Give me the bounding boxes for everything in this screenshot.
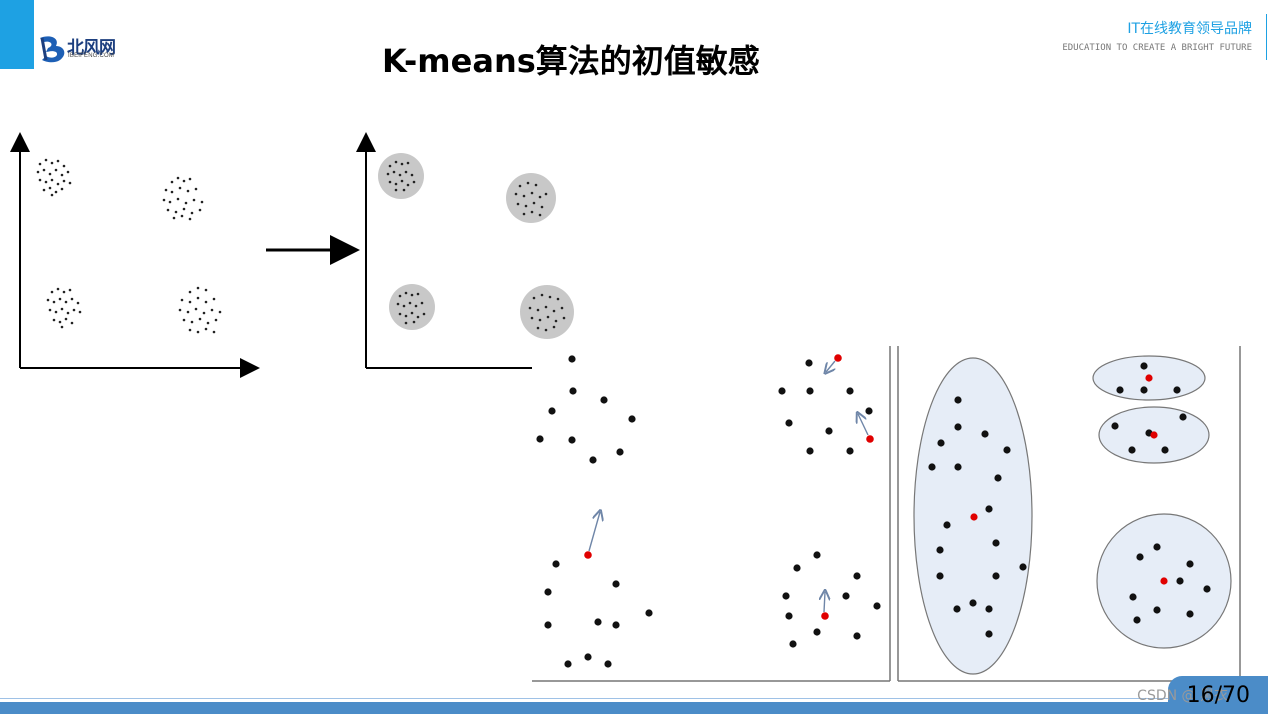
logo-text: 北风网 [67, 38, 116, 58]
raw-cluster [178, 286, 222, 334]
page-number-tab [1168, 676, 1268, 714]
raw-cluster [46, 287, 82, 329]
header-accent-bar [0, 0, 34, 69]
panel-background [532, 346, 890, 681]
raw-cluster [36, 158, 72, 197]
footer-bar [0, 702, 1268, 714]
cluster-blob [378, 153, 424, 199]
cluster-blob [520, 285, 574, 339]
brand-divider [1266, 14, 1267, 60]
centroid-marker [970, 374, 1168, 585]
logo-subtext: IBEIFENG.COM [68, 53, 115, 59]
resulting-clusters-panel [897, 346, 1241, 682]
cluster-blob [389, 284, 435, 330]
brand-tagline: EDUCATION TO CREATE A BRIGHT FUTURE [1062, 43, 1252, 53]
footer-divider [0, 698, 1180, 699]
slide-title: K-means算法的初值敏感 [382, 42, 760, 80]
centroid-marker [584, 354, 874, 620]
centroid-move-arrow [588, 360, 869, 613]
raw-data-plot [9, 132, 260, 378]
clustered-plot [356, 132, 574, 369]
raw-cluster [162, 176, 204, 221]
logo-icon [40, 36, 65, 63]
brand-slogan: IT在线教育领导品牌 [1127, 21, 1252, 37]
kmeans-illustration [9, 132, 1241, 682]
initial-centroids-panel [532, 346, 891, 682]
cluster-blob [506, 173, 556, 223]
page-number: 16/70 [1186, 683, 1250, 708]
watermark: CSDN @ 黑衣 [1137, 688, 1228, 704]
